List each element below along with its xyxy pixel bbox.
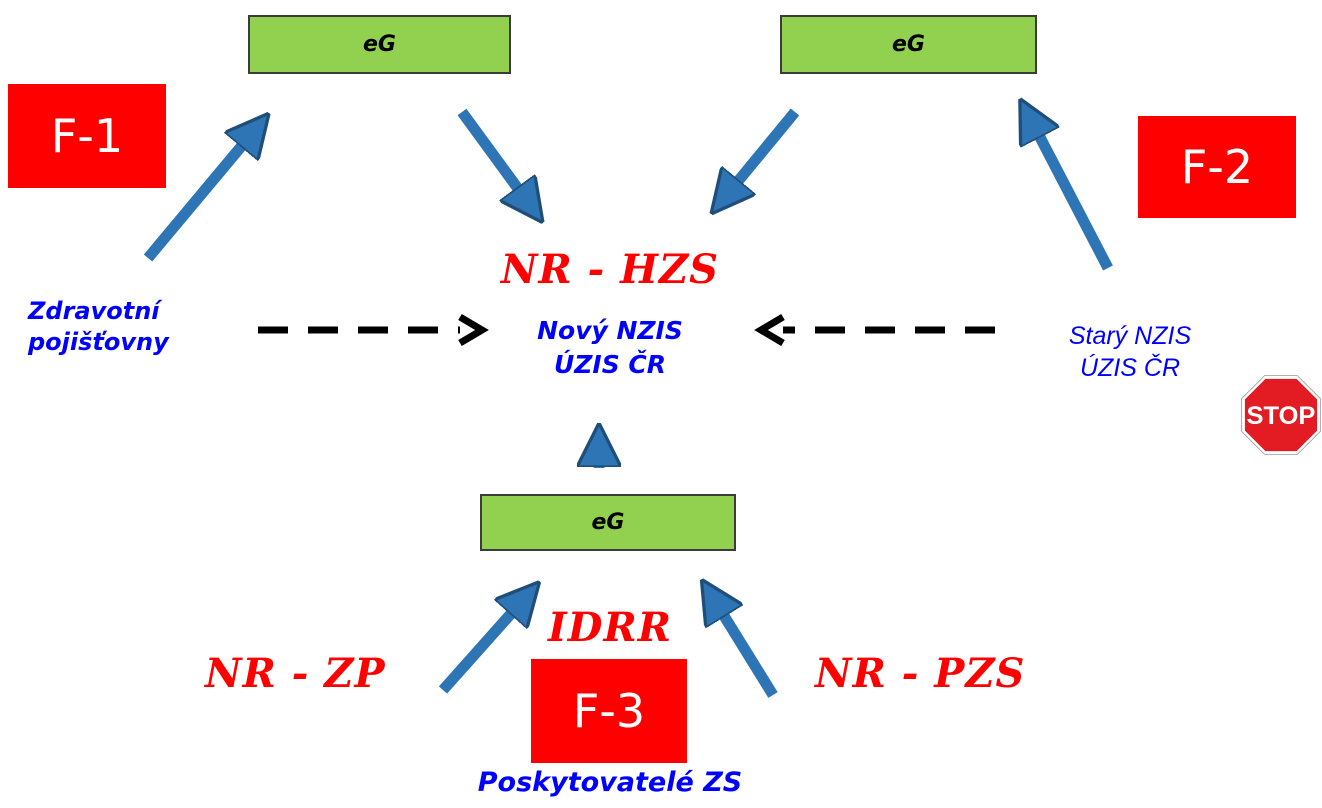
- dashed-arrow-right: [754, 313, 995, 347]
- eg-box-top-right: eG: [780, 15, 1037, 74]
- stop-sign-icon: STOP: [1240, 374, 1322, 456]
- nr-zp-label: NR - ZP: [205, 650, 386, 697]
- arrow-nrzp-to-eg3: [438, 598, 525, 694]
- arrow-eg2-to-nzis: [725, 108, 800, 197]
- f1-label: F-1: [8, 84, 166, 188]
- novy-nzis-line1: Nový NZIS: [537, 316, 683, 345]
- arrow-zp-to-eg1: [143, 130, 255, 262]
- nr-hzs-label: NR - HZS: [500, 246, 720, 293]
- idrr-label: IDRR: [548, 604, 672, 651]
- zdravotni-line1: Zdravotní: [28, 297, 160, 325]
- stary-nzis-line1: Starý NZIS: [1068, 322, 1192, 350]
- stop-sign-text: STOP: [1247, 403, 1316, 430]
- zdravotni-line2: pojišťovny: [28, 328, 169, 356]
- stary-nzis-line2: ÚZIS ČR: [1080, 354, 1180, 382]
- novy-nzis-label: Nový NZIS ÚZIS ČR: [480, 314, 740, 382]
- zdravotni-pojistovny-label: Zdravotní pojišťovny: [28, 296, 258, 358]
- nr-pzs-label: NR - PZS: [815, 650, 1026, 697]
- f2-label: F-2: [1138, 116, 1296, 218]
- eg-box-bottom: eG: [480, 494, 736, 551]
- stary-nzis-label: Starý NZIS ÚZIS ČR: [1030, 320, 1230, 384]
- poskytovatele-zs-label: Poskytovatelé ZS: [477, 767, 743, 798]
- arrow-nrpzs-to-eg3: [713, 598, 778, 698]
- arrow-eg1-to-nzis: [457, 108, 530, 205]
- stop-octagon: STOP: [1241, 375, 1321, 455]
- dashed-arrow-left: [258, 313, 489, 347]
- eg-box-top-left: eG: [248, 15, 511, 74]
- novy-nzis-line2: ÚZIS ČR: [553, 350, 667, 379]
- f3-label: F-3: [531, 659, 687, 763]
- arrow-stary-to-eg2: [1030, 118, 1113, 271]
